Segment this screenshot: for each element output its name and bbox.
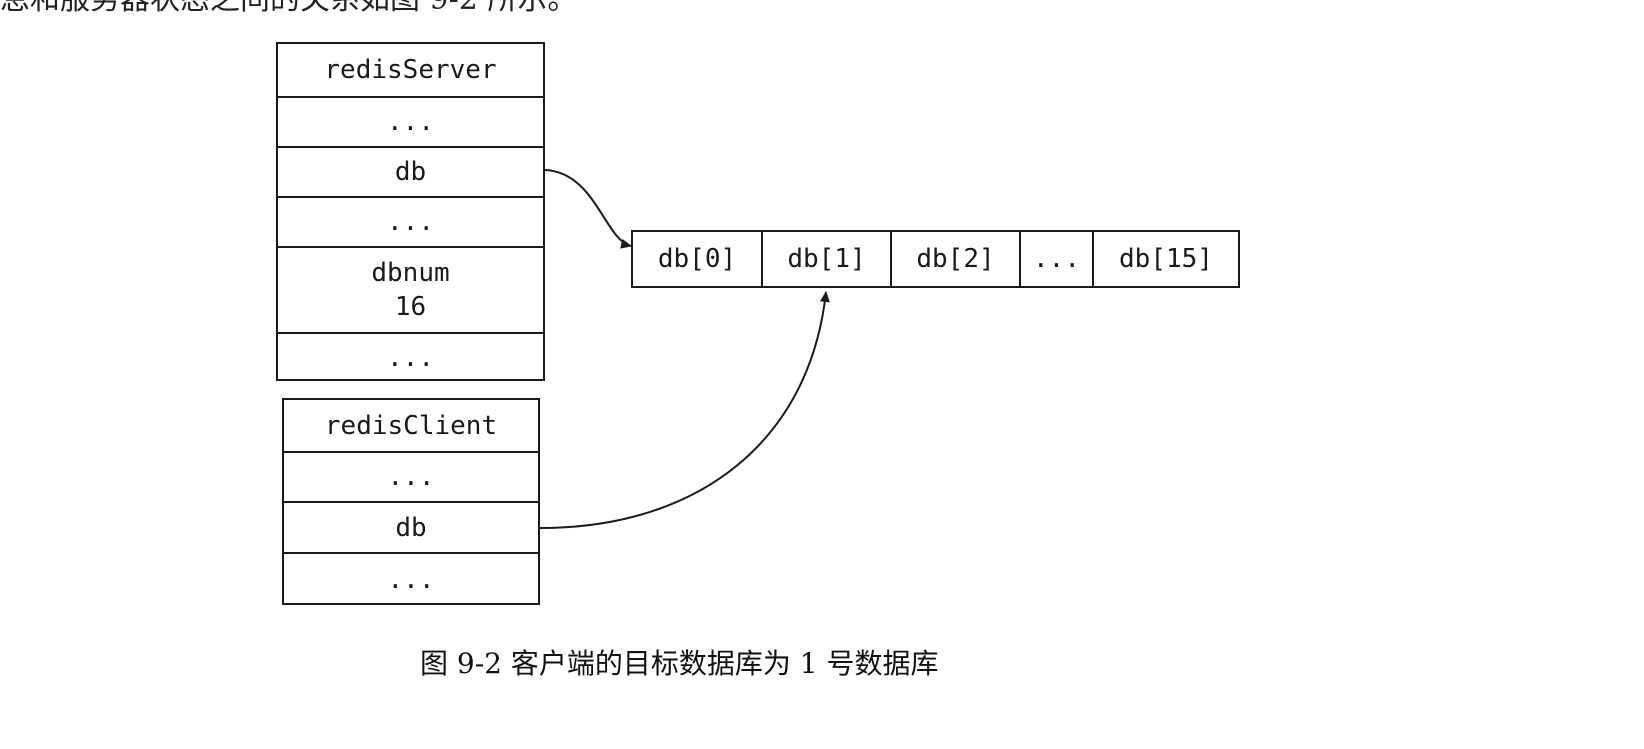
server-field-ellipsis-3: ...: [278, 332, 543, 381]
dbnum-label: dbnum: [371, 258, 450, 288]
redis-client-title: redisClient: [324, 410, 498, 441]
redis-server-struct: redisServer ... db ... dbnum 16 ...: [276, 42, 545, 381]
db-slot-0: db[0]: [657, 244, 737, 274]
client-field-ellipsis-1: ...: [284, 451, 538, 501]
db-slot-2: db[2]: [890, 232, 1019, 286]
redis-client-struct: redisClient ... db ...: [282, 398, 540, 605]
server-field-ellipsis-2: ...: [278, 196, 543, 246]
figure-caption: 图 9-2 客户端的目标数据库为 1 号数据库: [420, 647, 939, 680]
db-slot-ellipsis: ...: [1019, 232, 1092, 286]
client-field-ellipsis-2: ...: [284, 552, 538, 605]
client-field-db: db: [284, 501, 538, 552]
client-db-pointer-arrow: [539, 291, 830, 529]
server-db-pointer-arrow: [544, 169, 632, 249]
server-field-ellipsis-1: ...: [278, 96, 543, 146]
server-field-dbnum: dbnum 16: [278, 246, 543, 332]
db-slot-15: db[15]: [1092, 232, 1238, 286]
dbnum-value: 16: [394, 292, 427, 322]
preceding-paragraph-text: 息和服务器状态之间的关系如图 9-2 所示。: [0, 0, 1000, 20]
redis-server-title: redisServer: [324, 55, 497, 85]
db-slot-1: db[1]: [761, 232, 890, 286]
db-array: db[0] db[1] db[2] ... db[15]: [631, 230, 1240, 288]
server-field-db: db: [278, 146, 543, 196]
